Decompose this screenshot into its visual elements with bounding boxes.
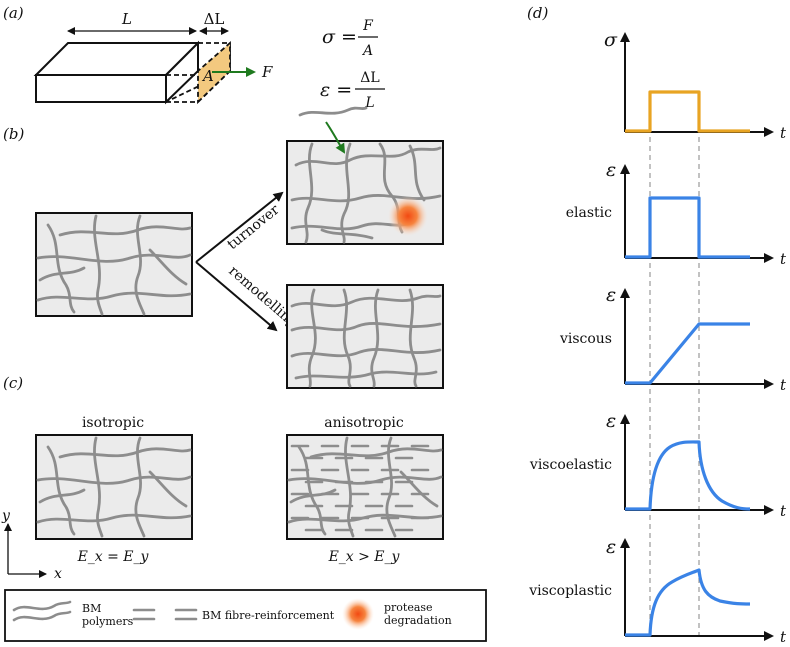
isotropic-relation: E_x = E_y [77,549,150,565]
x-axis-label: x [54,566,62,582]
legend-protease-line2: degradation [384,614,452,627]
legend-protease-line1: protease [384,601,433,614]
strain-lhs: ε = [320,79,352,101]
isotropic-title: isotropic [82,415,144,431]
viscoelastic-strain-curve [625,440,751,511]
area-label: A [201,67,214,85]
elastic-label: elastic [566,205,612,221]
legend-protease-symbol [342,598,374,630]
anisotropic-title: anisotropic [324,415,404,431]
viscoplastic-time-label: t [780,628,787,646]
legend-polymers-line1: BM [82,602,101,615]
viscoplastic-plot: ε t viscoplastic [528,536,787,646]
viscous-plot: ε t viscous [559,284,787,394]
legend-polymers-line2: polymers [82,615,134,628]
stress-denominator: A [361,43,373,59]
stress-lhs: σ = [322,26,357,48]
length-label: L [121,10,132,28]
turnover-arrow [195,191,284,263]
legend-box [4,589,487,642]
new-polymer-strand [298,106,368,117]
panel-label-a: (a) [3,4,24,22]
turnover-label: turnover [224,202,282,253]
stress-numerator: F [362,18,374,34]
bm-fibres-remodelled [290,288,442,388]
viscoplastic-strain-label: ε [606,536,616,558]
elastic-strain-curve [625,196,750,259]
elastic-strain-label: ε [606,159,616,181]
fibre-reinforcements [290,444,430,532]
viscoelastic-label: viscoelastic [529,457,612,473]
strain-numerator: ΔL [360,70,379,86]
viscous-time-label: t [780,376,787,394]
isotropic-network [35,434,193,540]
stress-step-curve [625,90,750,133]
delta-length-label: ΔL [204,10,225,28]
legend-fibre-symbol [132,608,198,621]
stress-axis-label: σ [604,29,618,51]
viscoplastic-label: viscoplastic [528,583,612,599]
panel-label-d: (d) [527,4,548,22]
anisotropic-relation: E_x > E_y [328,549,401,565]
strain-denominator: L [364,95,374,111]
strain-equation: ε = ΔL L [320,70,385,111]
viscoelastic-strain-label: ε [606,410,616,432]
legend-fibre-label: BM fibre-reinforcement [202,609,335,622]
stress-plot: σ t [604,29,787,142]
elastic-time-label: t [780,250,787,268]
panel-label-b: (b) [3,125,24,143]
legend-polymer-symbol [12,600,72,622]
y-axis-label: y [1,508,11,524]
viscous-strain-curve [625,322,750,385]
viscoelastic-plot: ε t viscoelastic [529,410,787,520]
viscous-strain-label: ε [606,284,616,306]
anisotropic-network [286,434,444,540]
remodelling-arrow [195,261,278,332]
elastic-plot: ε t elastic [566,159,787,268]
protease-spot [388,196,428,236]
viscoplastic-strain-curve [625,568,751,637]
viscous-label: viscous [559,331,612,347]
bm-network-initial [35,212,193,317]
stress-time-label: t [780,124,787,142]
force-label: F [261,63,273,81]
stress-equation: σ = F A [322,18,378,59]
block-diagram [33,40,231,105]
viscoelastic-time-label: t [780,502,787,520]
incorporation-arrow [325,121,346,154]
panel-label-c: (c) [3,374,23,392]
